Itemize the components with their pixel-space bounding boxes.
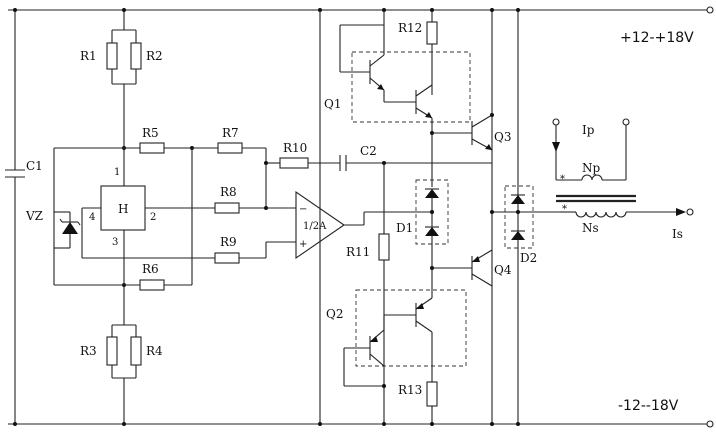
d1-label: D1 xyxy=(396,221,413,235)
r5-label: R5 xyxy=(142,126,159,140)
r4-label: R4 xyxy=(146,344,163,358)
hall-element-label: H xyxy=(118,202,128,216)
transistor-q4 xyxy=(430,249,493,287)
q2-label: Q2 xyxy=(326,307,343,321)
positive-rail xyxy=(8,6,714,14)
r12-label: R12 xyxy=(398,21,422,35)
ns-label: Ns xyxy=(582,221,599,235)
resistor-r8 xyxy=(214,202,296,214)
capacitor-c1 xyxy=(5,8,25,426)
hall-bridge xyxy=(53,142,215,291)
opamp-plus: + xyxy=(299,239,307,250)
is-label: Is xyxy=(672,227,683,241)
q3-label: Q3 xyxy=(494,130,511,144)
r10-label: R10 xyxy=(283,141,307,155)
r11-label: R11 xyxy=(346,245,370,259)
q4-label: Q4 xyxy=(494,263,512,277)
hall-pin-4: 4 xyxy=(89,212,95,223)
q1-label: Q1 xyxy=(324,97,341,111)
resistor-r10 xyxy=(264,157,340,169)
zener-vz xyxy=(54,211,81,249)
r2-label: R2 xyxy=(146,49,163,63)
r3-label: R3 xyxy=(80,344,97,358)
r7-label: R7 xyxy=(222,126,239,140)
r8-label: R8 xyxy=(220,185,237,199)
r6-label: R6 xyxy=(142,262,159,276)
resistor-r3-r4-network xyxy=(106,283,142,426)
vz-label: VZ xyxy=(25,209,43,223)
resistor-r1-r2-network xyxy=(106,8,142,150)
hall-pin-2: 2 xyxy=(150,212,156,223)
opamp-label: 1/2A xyxy=(303,221,327,232)
resistor-r7 xyxy=(192,142,267,208)
resistor-r13 xyxy=(426,346,438,426)
hall-pin-3: 3 xyxy=(112,237,118,248)
negative-rail xyxy=(8,420,714,428)
transformer xyxy=(552,118,694,218)
ip-label: Ip xyxy=(582,123,595,137)
transistor-q1 xyxy=(339,8,471,135)
c1-label: C1 xyxy=(26,159,43,173)
opamp-minus: − xyxy=(299,204,307,215)
r1-label: R1 xyxy=(80,49,97,63)
negative-supply-label: -12--18V xyxy=(618,398,679,414)
diode-d2 xyxy=(490,185,560,249)
secondary-dot-mark: * xyxy=(562,204,567,215)
resistor-r11 xyxy=(378,163,390,426)
hall-pin-1: 1 xyxy=(114,167,120,178)
np-label: Np xyxy=(582,161,601,175)
transistor-q3 xyxy=(432,113,494,151)
transistor-q2 xyxy=(343,268,467,388)
primary-dot-mark: * xyxy=(560,174,565,185)
diode-d1 xyxy=(415,133,449,268)
r13-label: R13 xyxy=(398,383,422,397)
resistor-r12 xyxy=(426,8,438,95)
bus-lines xyxy=(318,8,520,426)
d2-label: D2 xyxy=(520,251,537,265)
resistor-r9 xyxy=(214,241,296,264)
r9-label: R9 xyxy=(220,235,237,249)
positive-supply-label: +12-+18V xyxy=(620,30,694,46)
c2-label: C2 xyxy=(360,144,377,158)
